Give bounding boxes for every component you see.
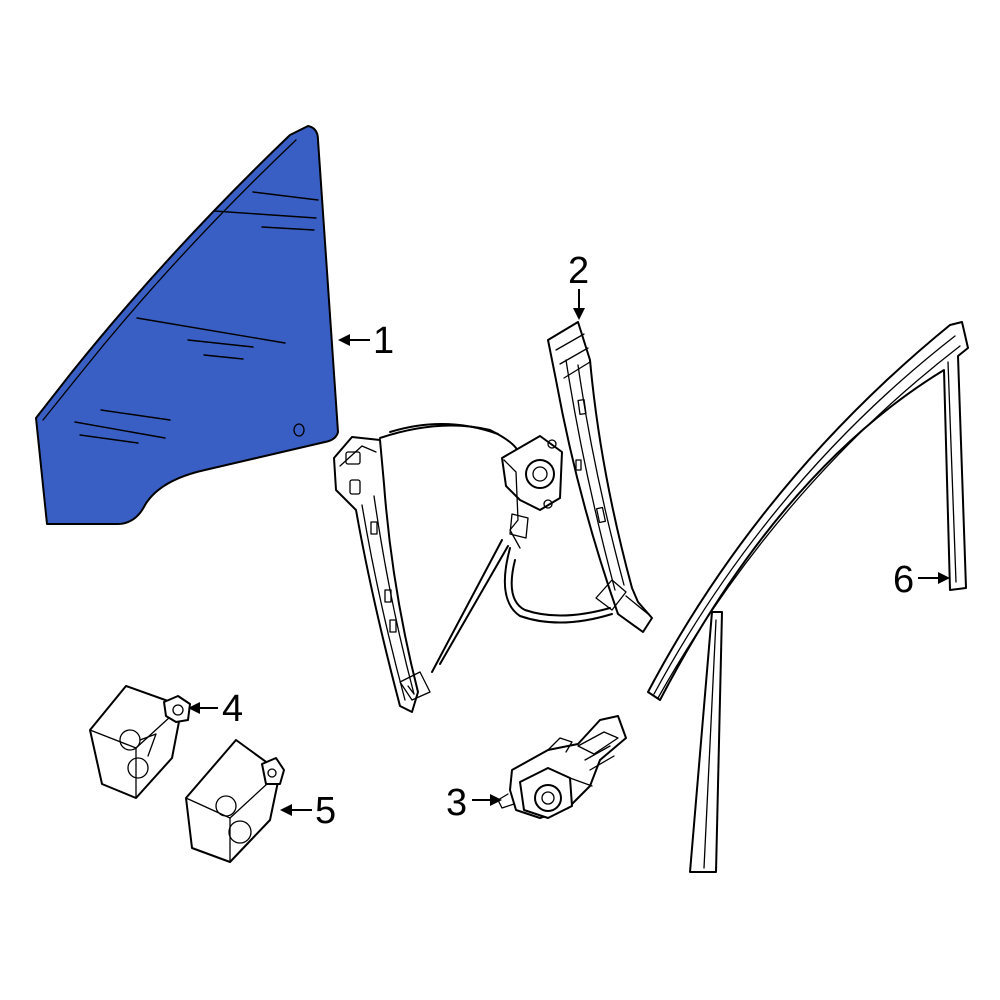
glass-mount-hole	[293, 423, 305, 437]
window-regulator-part[interactable]	[333, 321, 653, 713]
callout-5-label: 5	[315, 790, 336, 832]
switch-module-4-body	[89, 685, 183, 799]
window-switch-module-2-part[interactable]	[185, 739, 285, 863]
switch-module-4-connector	[163, 695, 191, 723]
switch-module-5-connector	[261, 757, 285, 785]
callout-1-label: 1	[373, 320, 394, 362]
run-channel-part[interactable]	[647, 321, 969, 873]
callout-3-label: 3	[446, 782, 467, 824]
glass-panel	[35, 125, 339, 526]
callout-4: 4	[188, 688, 243, 730]
callout-4-label: 4	[222, 688, 243, 730]
regulator-front-rail	[333, 436, 419, 713]
glass-rim	[42, 139, 297, 421]
regulator-rear-rail	[547, 321, 653, 633]
callout-1: 1	[338, 320, 394, 362]
callout-2: 2	[568, 250, 589, 320]
regulator-motor-part[interactable]	[497, 715, 627, 819]
callout-5: 5	[280, 790, 336, 832]
callout-6: 6	[893, 559, 950, 601]
callout-2-label: 2	[568, 250, 589, 292]
run-channel-lower	[689, 611, 723, 873]
callout-3: 3	[446, 782, 502, 824]
switch-module-5-body	[185, 739, 281, 863]
callout-6-label: 6	[893, 559, 914, 601]
window-switch-module-part[interactable]	[89, 685, 191, 799]
glass-reflection-lines	[74, 191, 319, 444]
glass-part[interactable]	[35, 125, 339, 526]
run-channel-upper	[647, 321, 969, 701]
